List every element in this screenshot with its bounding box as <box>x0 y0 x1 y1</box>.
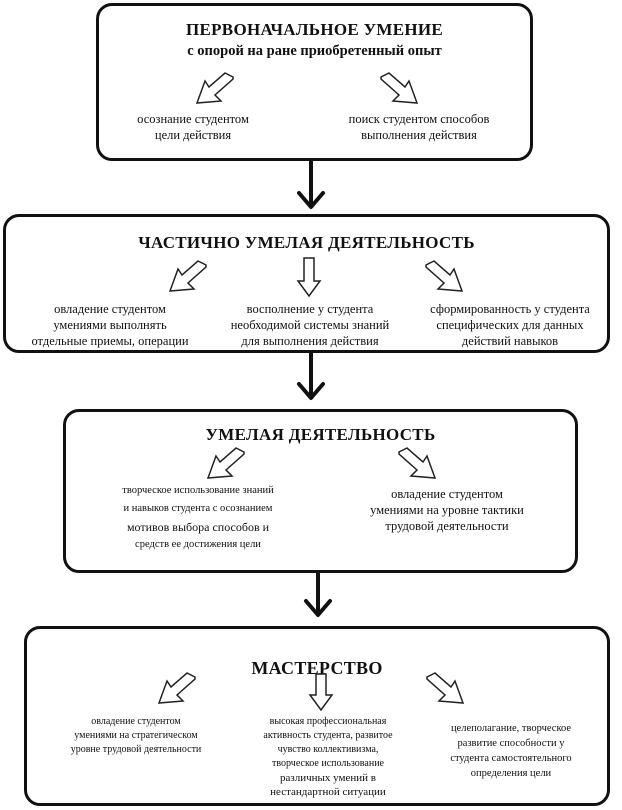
hollow-arrow-down-left-icon <box>168 260 207 292</box>
level-box-partially-skilled: ЧАСТИЧНО УМЕЛАЯ ДЕЯТЕЛЬНОСТЬ овладение с… <box>3 214 610 353</box>
level-item: сформированность у студента специфически… <box>430 302 590 348</box>
hollow-arrow-down-right-icon <box>398 447 437 479</box>
level-box-skilled: УМЕЛАЯ ДЕЯТЕЛЬНОСТЬ творческое использов… <box>63 409 578 573</box>
level-item: овладение студентом умениями на уровне т… <box>370 487 524 533</box>
hollow-arrow-down-right-icon <box>426 672 465 704</box>
level-box-initial-skill: ПЕРВОНАЧАЛЬНОЕ УМЕНИЕ с опорой на ране п… <box>96 3 533 161</box>
level-item: целеполагание, творческое развитие спосо… <box>450 723 572 779</box>
level-title: ПЕРВОНАЧАЛЬНОЕ УМЕНИЕ <box>185 20 444 39</box>
level-item: овладение студентом умениями выполнять о… <box>31 302 189 348</box>
hollow-arrow-down-left-icon <box>157 672 196 704</box>
level-box-mastery: МАСТЕРСТВО овладение студентом умениями … <box>24 626 610 806</box>
hollow-arrow-down-icon <box>296 257 322 298</box>
hollow-arrow-down-left-icon <box>206 447 245 479</box>
level-item: поиск студентом способов выполнения дейс… <box>348 112 490 142</box>
down-arrow-icon <box>297 160 325 209</box>
level-title: УМЕЛАЯ ДЕЯТЕЛЬНОСТЬ <box>205 425 436 444</box>
hollow-arrow-down-left-icon <box>195 72 234 104</box>
hollow-arrow-down-right-icon <box>380 72 419 104</box>
level-item: высокая профессиональная активность студ… <box>263 716 393 798</box>
hollow-arrow-down-icon <box>308 673 334 712</box>
hollow-arrow-down-right-icon <box>425 260 464 292</box>
level-item: творческое использование знаний и навыко… <box>122 485 274 550</box>
down-arrow-icon <box>297 350 325 400</box>
down-arrow-icon <box>304 572 332 617</box>
level-item: овладение студентом умениями на стратеги… <box>70 716 202 755</box>
level-title: МАСТЕРСТВО <box>251 658 383 678</box>
level-title: ЧАСТИЧНО УМЕЛАЯ ДЕЯТЕЛЬНОСТЬ <box>138 233 475 252</box>
level-item: восполнение у студента необходимой систе… <box>230 302 390 348</box>
level-item: осознание студентом цели действия <box>137 112 249 142</box>
level-subtitle: с опорой на ране приобретенный опыт <box>187 43 442 59</box>
